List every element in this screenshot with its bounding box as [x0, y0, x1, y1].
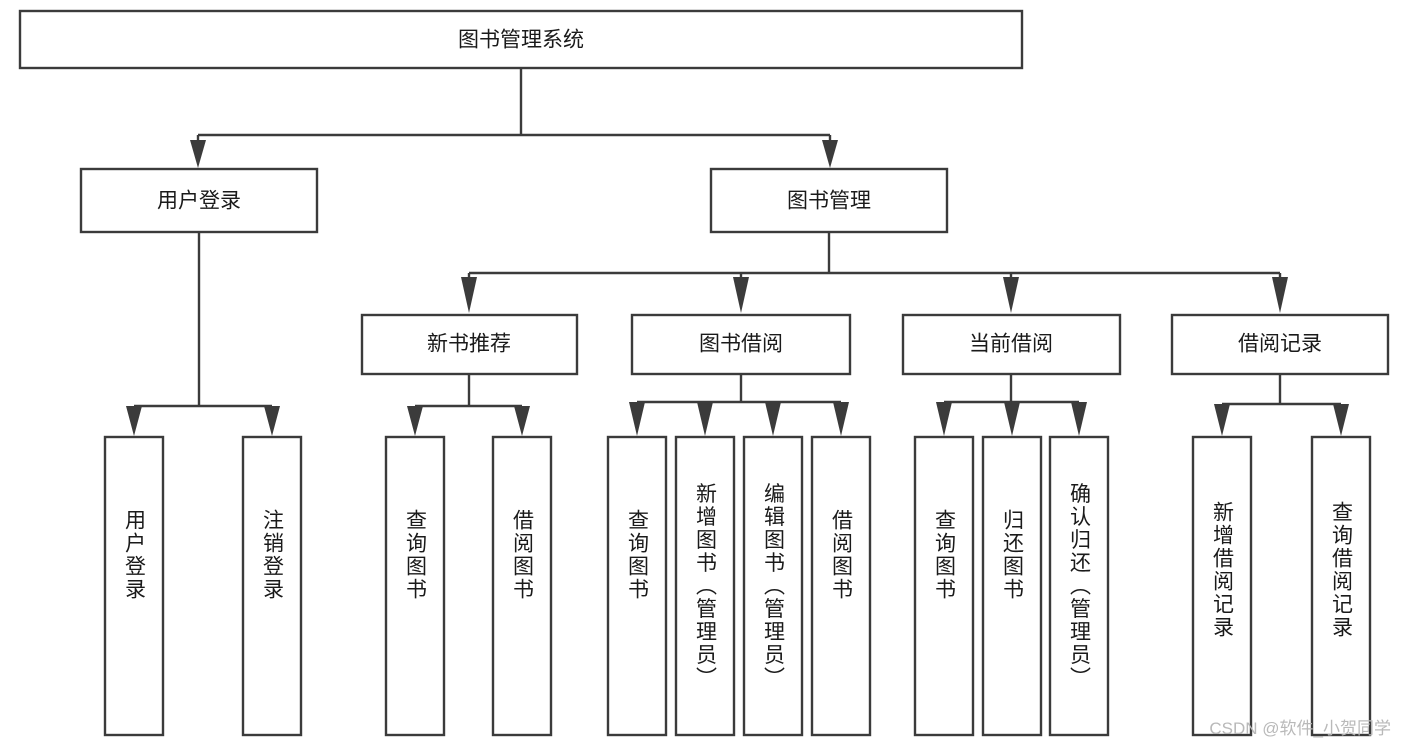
- leaf-book-borrow-0-box[interactable]: [606, 435, 668, 737]
- node-root-box[interactable]: [18, 9, 1024, 70]
- arrow-icon-user-login-leaf-0: [126, 406, 142, 436]
- arrow-icon-book-borrow-leaf-2: [765, 402, 781, 436]
- leaf-book-borrow-0-label: 查询图书: [626, 509, 650, 601]
- arrow-icon-to-book-borrow: [733, 277, 749, 313]
- leaf-book-borrow-3-label: 借阅图书: [830, 509, 854, 601]
- leaf-book-borrow-0[interactable]: 查询图书: [606, 435, 668, 737]
- arrow-icon-new-book-leaf-0: [407, 406, 423, 436]
- arrow-icon-borrow-record-leaf-0: [1214, 404, 1230, 436]
- arrow-icon-book-borrow-leaf-3: [833, 402, 849, 436]
- leaf-current-borrow-2[interactable]: 确认归还（管理员）: [1048, 435, 1110, 737]
- node-user-login[interactable]: 用户登录: [79, 167, 319, 234]
- node-new-book-recommend-box[interactable]: [360, 313, 579, 376]
- arrow-icon-to-current-borrow: [1003, 277, 1019, 313]
- node-current-borrow[interactable]: 当前借阅: [901, 313, 1122, 376]
- leaf-borrow-record-0-box[interactable]: [1191, 435, 1253, 737]
- leaf-book-borrow-2[interactable]: 编辑图书（管理员）: [742, 435, 804, 737]
- arrow-icon-user-login-leaf-1: [264, 406, 280, 436]
- leaf-book-borrow-1-box[interactable]: [674, 435, 736, 737]
- node-borrow-record-box[interactable]: [1170, 313, 1390, 376]
- leaf-borrow-record-1-label: 查询借阅记录: [1330, 501, 1354, 639]
- node-new-book-recommend[interactable]: 新书推荐: [360, 313, 579, 376]
- arrow-icon-current-borrow-leaf-2: [1071, 402, 1087, 436]
- leaf-current-borrow-1[interactable]: 归还图书: [981, 435, 1043, 737]
- node-book-manage[interactable]: 图书管理: [709, 167, 949, 234]
- leaf-book-borrow-1[interactable]: 新增图书（管理员）: [674, 435, 736, 737]
- leaf-new-book-1-label: 借阅图书: [511, 509, 535, 601]
- node-book-manage-label: 图书管理: [787, 190, 871, 213]
- leaf-book-borrow-1-label: 新增图书（管理员）: [694, 483, 718, 690]
- leaf-current-borrow-0-label: 查询图书: [933, 509, 957, 601]
- leaf-current-borrow-2-box[interactable]: [1048, 435, 1110, 737]
- leaf-book-borrow-3[interactable]: 借阅图书: [810, 435, 872, 737]
- leaf-book-borrow-2-box[interactable]: [742, 435, 804, 737]
- leaf-current-borrow-1-box[interactable]: [981, 435, 1043, 737]
- leaf-borrow-record-1-box[interactable]: [1310, 435, 1372, 737]
- leaf-book-borrow-3-box[interactable]: [810, 435, 872, 737]
- node-book-borrow-label: 图书借阅: [699, 333, 783, 356]
- leaf-new-book-0-label: 查询图书: [404, 509, 428, 601]
- leaf-new-book-0[interactable]: 查询图书: [384, 435, 446, 737]
- leaf-new-book-1-box[interactable]: [491, 435, 553, 737]
- leaf-user-login-0[interactable]: 用户登录: [103, 435, 165, 737]
- node-current-borrow-label: 当前借阅: [969, 333, 1053, 356]
- leaf-book-borrow-2-label: 编辑图书（管理员）: [762, 483, 786, 690]
- leaf-user-login-0-label: 用户登录: [123, 509, 147, 601]
- leaf-current-borrow-0[interactable]: 查询图书: [913, 435, 975, 737]
- leaf-borrow-record-0-label: 新增借阅记录: [1211, 501, 1235, 639]
- leaf-user-login-1-box[interactable]: [241, 435, 303, 737]
- node-book-borrow[interactable]: 图书借阅: [630, 313, 852, 376]
- arrow-icon-current-borrow-leaf-1: [1004, 402, 1020, 436]
- leaf-new-book-0-box[interactable]: [384, 435, 446, 737]
- leaf-user-login-1-label: 注销登录: [261, 509, 285, 601]
- node-user-login-label: 用户登录: [157, 190, 241, 213]
- arrow-icon-borrow-record-leaf-1: [1333, 404, 1349, 436]
- arrow-icon-to-new-book: [461, 277, 477, 313]
- leaf-current-borrow-1-label: 归还图书: [1001, 509, 1025, 601]
- node-borrow-record[interactable]: 借阅记录: [1170, 313, 1390, 376]
- arrow-icon-book-borrow-leaf-0: [629, 402, 645, 436]
- node-root[interactable]: 图书管理系统: [18, 9, 1024, 70]
- arrow-icon-book-borrow-leaf-1: [697, 402, 713, 436]
- leaf-user-login-0-box[interactable]: [103, 435, 165, 737]
- arrow-icon-to-user-login: [190, 140, 206, 168]
- leaf-borrow-record-0[interactable]: 新增借阅记录: [1191, 435, 1253, 737]
- leaf-current-borrow-2-label: 确认归还（管理员）: [1068, 483, 1092, 690]
- node-root-label: 图书管理系统: [458, 29, 584, 52]
- leaf-new-book-1[interactable]: 借阅图书: [491, 435, 553, 737]
- arrow-icon-to-book-manage: [822, 140, 838, 168]
- leaf-current-borrow-0-box[interactable]: [913, 435, 975, 737]
- arrow-icon-to-borrow-record: [1272, 277, 1288, 313]
- arrow-icon-current-borrow-leaf-0: [936, 402, 952, 436]
- node-new-book-recommend-label: 新书推荐: [427, 333, 511, 356]
- leaf-user-login-1[interactable]: 注销登录: [241, 435, 303, 737]
- node-borrow-record-label: 借阅记录: [1238, 333, 1322, 356]
- arrow-icon-new-book-leaf-1: [514, 406, 530, 436]
- node-book-manage-box[interactable]: [709, 167, 949, 234]
- leaf-borrow-record-1[interactable]: 查询借阅记录: [1310, 435, 1372, 737]
